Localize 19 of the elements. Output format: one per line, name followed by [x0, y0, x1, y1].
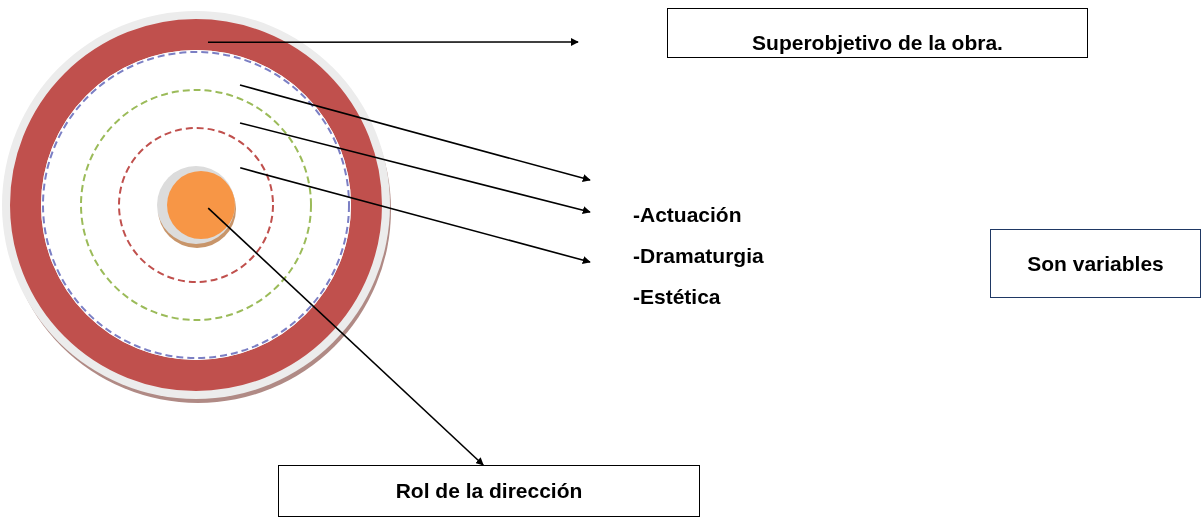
box-label: Rol de la dirección	[395, 479, 583, 503]
text-box	[990, 229, 1201, 298]
dashed-circle	[81, 90, 311, 320]
dashed-circle	[119, 128, 273, 282]
dashed-circle	[43, 52, 349, 358]
arrow	[207, 207, 484, 466]
list-item: -Dramaturgia	[633, 244, 764, 268]
arrow	[239, 84, 591, 182]
list-item: -Estética	[633, 285, 721, 309]
box-label: Son variables	[1027, 251, 1164, 276]
arrow	[239, 167, 591, 264]
list-item: -Actuación	[633, 203, 742, 227]
arrow	[239, 122, 591, 215]
box-label: Superobjetivo de la obra.	[752, 31, 1003, 55]
center-disc	[156, 165, 236, 245]
text-box	[278, 465, 700, 517]
arrow	[207, 38, 579, 46]
ring-band	[1, 10, 391, 400]
text-box	[667, 8, 1088, 58]
